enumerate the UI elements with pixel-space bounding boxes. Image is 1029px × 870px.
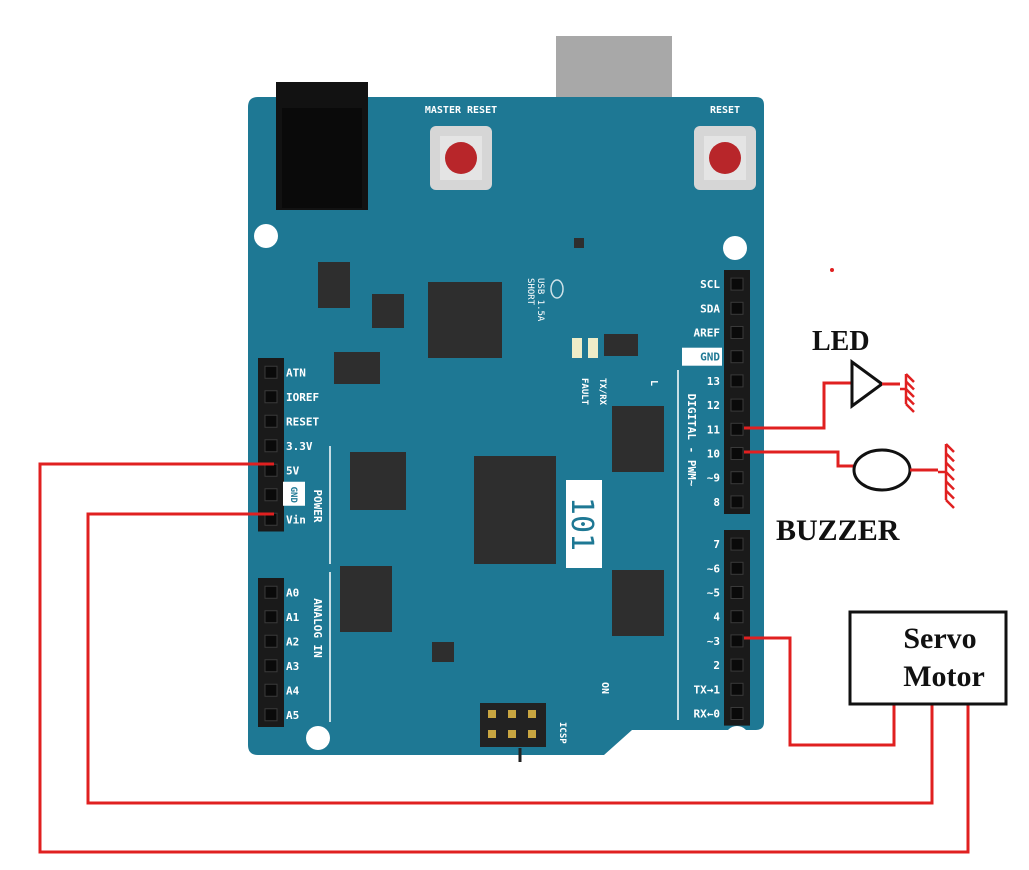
mounting-hole	[254, 224, 278, 248]
pin-label: ~6	[707, 562, 721, 575]
pin-label: RESET	[286, 415, 319, 428]
pin-label: 3.3V	[286, 440, 313, 453]
pin-label: TX→1	[694, 683, 721, 696]
right-bottom-header: 7 ~6 ~5 4 ~3 2TX→1RX←0	[694, 530, 750, 726]
ic-chip	[428, 282, 502, 358]
digital-section-label: DIGITAL - PWM~	[685, 394, 698, 487]
right-top-header: SCL SDA AREF GND 13 12 11 10 ~9 8	[682, 270, 750, 514]
pin-label: SCL	[700, 278, 720, 291]
master-reset-label: MASTER RESET	[425, 105, 497, 116]
pin-label: ~9	[707, 472, 720, 485]
pin-label: 12	[707, 399, 720, 412]
led-indicator	[572, 338, 582, 358]
left-power-header: ATN IOREF RESET 3.3V 5V GND Vin	[258, 358, 319, 532]
main-processor-chip	[474, 456, 556, 564]
gnd-highlight	[283, 481, 305, 506]
master-reset-button[interactable]	[430, 126, 492, 190]
pin-label: 4	[713, 611, 720, 624]
pin-label: ~3	[707, 635, 720, 648]
pin-label: 7	[713, 538, 720, 551]
icsp-label: ICSP	[557, 722, 567, 744]
stray-dot	[830, 268, 834, 272]
pin-label: A3	[286, 660, 299, 673]
pin-label: GND	[288, 487, 298, 504]
txrx-label: TX/RX	[597, 378, 607, 406]
usb-fuse-text: USB 1.5A	[535, 278, 545, 322]
pin-label: IOREF	[286, 391, 319, 404]
pin-label: AREF	[694, 327, 721, 340]
mounting-hole	[306, 726, 330, 750]
pin-label: SDA	[700, 302, 720, 315]
pin-label: A2	[286, 635, 299, 648]
servo-label-line1: Servo	[903, 622, 976, 655]
ground-symbol	[938, 443, 955, 509]
mounting-hole	[723, 236, 747, 260]
wire-gnd	[86, 512, 934, 805]
analog-section-label: ANALOG IN	[311, 598, 324, 658]
led-indicator	[588, 338, 598, 358]
buzzer-label: BUZZER	[776, 514, 900, 547]
pin-label: GND	[700, 351, 720, 364]
servo-motor-box	[848, 610, 1008, 706]
mounting-hole	[725, 726, 749, 750]
pin-label: A5	[286, 709, 299, 722]
pin-label: 10	[707, 448, 720, 461]
wire-pin10-buzzer	[744, 450, 854, 468]
model-label: 101	[564, 497, 599, 551]
ground-symbol	[900, 373, 915, 413]
ic-chip	[318, 262, 350, 308]
reset-label: RESET	[710, 105, 740, 116]
servo-label-line2: Motor	[903, 660, 985, 693]
wire-pin3	[744, 636, 896, 747]
pin-label: ~5	[707, 587, 720, 600]
power-section-label: POWER	[311, 489, 324, 522]
fault-label: FAULT	[579, 378, 589, 406]
pin-label: A4	[286, 684, 300, 697]
l-led-label: L	[648, 380, 659, 386]
ic-chip	[350, 452, 406, 510]
wire-pin11-led	[744, 381, 852, 430]
pin-label: 11	[707, 423, 721, 436]
fuse-outline	[550, 279, 564, 299]
pin-label: A0	[286, 586, 299, 599]
pin-label: RX←0	[694, 708, 721, 721]
ic-chip	[612, 570, 664, 636]
on-label: ON	[599, 682, 610, 694]
pin-label: A1	[286, 611, 300, 624]
pin-label: 8	[713, 496, 720, 509]
led-symbol	[850, 359, 900, 409]
pin-label: 5V	[286, 464, 300, 477]
ic-chip	[432, 642, 454, 662]
ic-chip	[372, 294, 404, 328]
ic-chip	[612, 406, 664, 472]
icsp-header	[480, 703, 546, 762]
ic-chip	[340, 566, 392, 632]
usb-fuse-text: SHORT	[525, 278, 535, 306]
pin-label: ATN	[286, 366, 306, 379]
wire-5v	[38, 462, 970, 854]
buzzer-symbol	[852, 448, 912, 492]
pin-label: Vin	[286, 513, 306, 526]
gnd-highlight	[682, 347, 722, 366]
reset-button[interactable]	[694, 126, 756, 190]
ic-chip	[334, 352, 380, 384]
pin-label: 2	[713, 659, 720, 672]
model-badge	[566, 480, 602, 568]
ic-chip	[574, 238, 584, 248]
led-label: LED	[812, 326, 870, 357]
ic-chip	[604, 334, 638, 356]
wires	[38, 381, 970, 854]
pin-label: 13	[707, 375, 720, 388]
